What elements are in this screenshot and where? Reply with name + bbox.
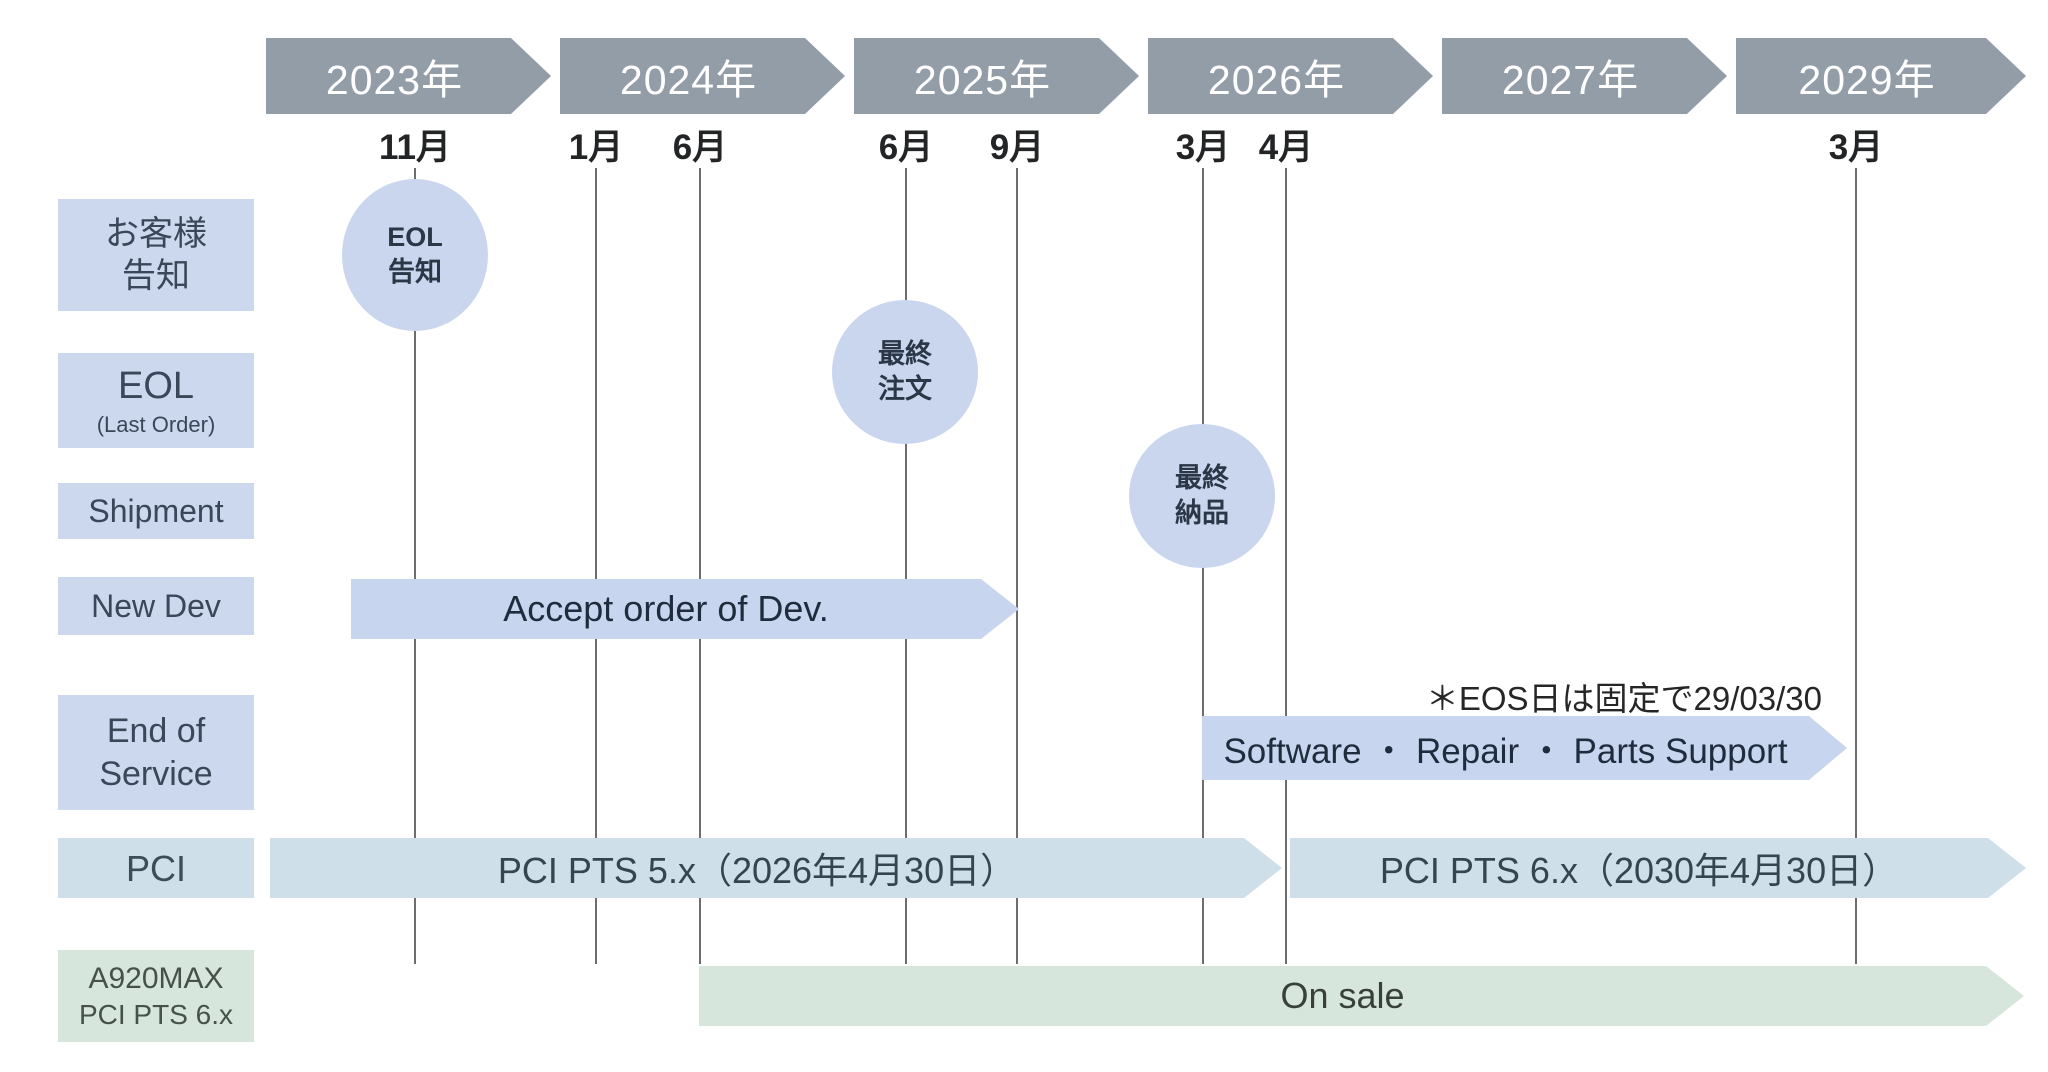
- year-arrow-2029: 2029年: [1736, 38, 2026, 114]
- month-label-2024-06: 6月: [672, 127, 728, 167]
- bar-eos-support: Software ・ Repair ・ Parts Support: [1202, 716, 1847, 780]
- row-label-a920max-line2: PCI PTS 6.x: [78, 999, 234, 1031]
- gridline-2029-03: [1855, 168, 1857, 964]
- row-label-eol: EOL (Last Order): [58, 353, 254, 448]
- eos-date-annotation: ＊EOS日は固定で29/03/30: [1425, 680, 1822, 717]
- month-label-2025-06: 6月: [878, 127, 934, 167]
- gridline-2025-09: [1016, 168, 1018, 964]
- year-arrow-2026: 2026年: [1148, 38, 1433, 114]
- row-label-eol-line2: (Last Order): [96, 411, 216, 437]
- milestone-circle-eol-notice: EOL 告知: [342, 179, 488, 331]
- gridline-2025-06: [905, 168, 907, 964]
- month-label-2026-04: 4月: [1258, 127, 1314, 167]
- gridline-2026-04: [1285, 168, 1287, 964]
- row-label-pci: PCI: [58, 838, 254, 898]
- gridline-2023-11: [414, 168, 416, 964]
- gridline-2024-01: [595, 168, 597, 964]
- row-label-end-of-service-line2: Service: [99, 754, 213, 793]
- month-label-2023-11: 11月: [379, 127, 451, 167]
- row-label-a920max-line1: A920MAX: [88, 961, 224, 995]
- row-label-customer-notice: お客様 告知: [58, 199, 254, 311]
- year-arrow-2027: 2027年: [1442, 38, 1727, 114]
- year-arrow-2023: 2023年: [266, 38, 551, 114]
- year-arrow-2024: 2024年: [560, 38, 845, 114]
- row-label-new-dev: New Dev: [58, 577, 254, 635]
- month-label-2025-09: 9月: [989, 127, 1045, 167]
- month-label-2024-01: 1月: [568, 127, 624, 167]
- month-label-2026-03: 3月: [1175, 127, 1231, 167]
- bar-on-sale: On sale: [699, 966, 2024, 1026]
- milestone-circle-last-delivery: 最終 納品: [1129, 424, 1275, 568]
- milestone-last-delivery-line1: 最終: [1175, 462, 1229, 493]
- row-label-pci-text: PCI: [125, 847, 186, 889]
- bar-pci-pts-5x: PCI PTS 5.x（2026年4月30日）: [270, 838, 1282, 898]
- row-label-customer-notice-line2: 告知: [122, 257, 190, 295]
- row-label-shipment-text: Shipment: [88, 493, 224, 529]
- milestone-last-delivery-line2: 納品: [1175, 498, 1229, 528]
- month-label-2029-03: 3月: [1828, 127, 1884, 167]
- row-label-end-of-service-line1: End of: [106, 712, 206, 750]
- milestone-last-order-line1: 最終: [878, 338, 932, 369]
- row-label-customer-notice-line1: お客様: [105, 214, 207, 253]
- row-label-a920max: A920MAX PCI PTS 6.x: [58, 950, 254, 1042]
- gridline-2024-06: [699, 168, 701, 964]
- bar-accept-order-of-dev: Accept order of Dev.: [351, 579, 1019, 639]
- row-label-end-of-service: End of Service: [58, 695, 254, 810]
- milestone-last-order-line2: 注文: [878, 374, 932, 404]
- milestone-eol-notice-line1: EOL: [387, 221, 443, 252]
- milestone-circle-last-order: 最終 注文: [832, 300, 978, 444]
- milestone-eol-notice-line2: 告知: [388, 257, 442, 287]
- row-label-shipment: Shipment: [58, 483, 254, 539]
- row-label-eol-line1: EOL: [117, 365, 195, 407]
- row-label-new-dev-text: New Dev: [91, 588, 221, 624]
- bar-pci-pts-6x: PCI PTS 6.x（2030年4月30日）: [1290, 838, 2026, 898]
- year-arrow-2025: 2025年: [854, 38, 1139, 114]
